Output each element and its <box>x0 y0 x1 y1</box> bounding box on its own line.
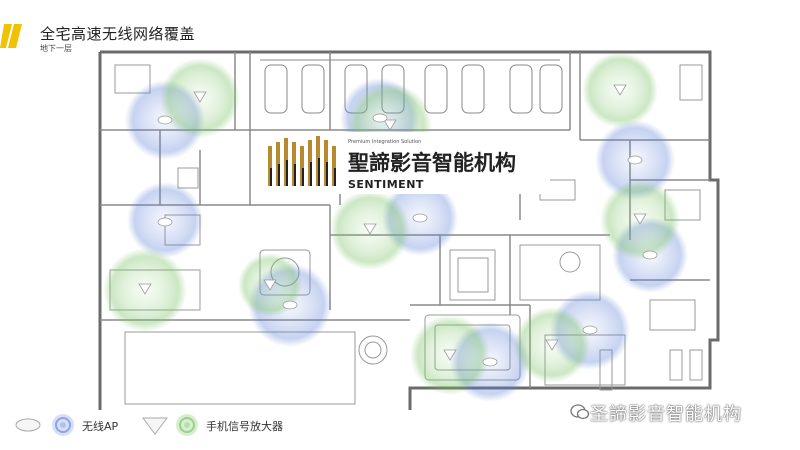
garage-cars <box>260 59 563 114</box>
brand-name-en: SENTIMENT <box>348 178 424 191</box>
floor-plan: Premium Integration Solution 聖諦影音智能机构 SE… <box>98 50 720 410</box>
page-title: 全宅高速无线网络覆盖 <box>40 25 196 43</box>
amplifier-device-icon <box>142 417 168 435</box>
brand-logo: Premium Integration Solution 聖諦影音智能机构 SE… <box>260 132 550 194</box>
device-markers <box>138 84 658 367</box>
brand-tagline: Premium Integration Solution <box>348 139 421 145</box>
walls <box>98 50 720 410</box>
wechat-icon <box>570 404 590 420</box>
ap-device-icon <box>15 418 41 432</box>
watermark-text: 圣諦影音智能机构 <box>590 404 742 425</box>
legend-amplifier-label: 手机信号放大器 <box>206 420 283 433</box>
floor-label: 地下一层 <box>40 44 72 53</box>
ap-coverage-icon <box>52 414 74 436</box>
brand-name-cn: 聖諦影音智能机构 <box>348 151 516 175</box>
legend-ap-label: 无线AP <box>82 420 119 433</box>
amplifier-coverage-icon <box>176 414 198 436</box>
title-accent-bars <box>0 24 22 48</box>
